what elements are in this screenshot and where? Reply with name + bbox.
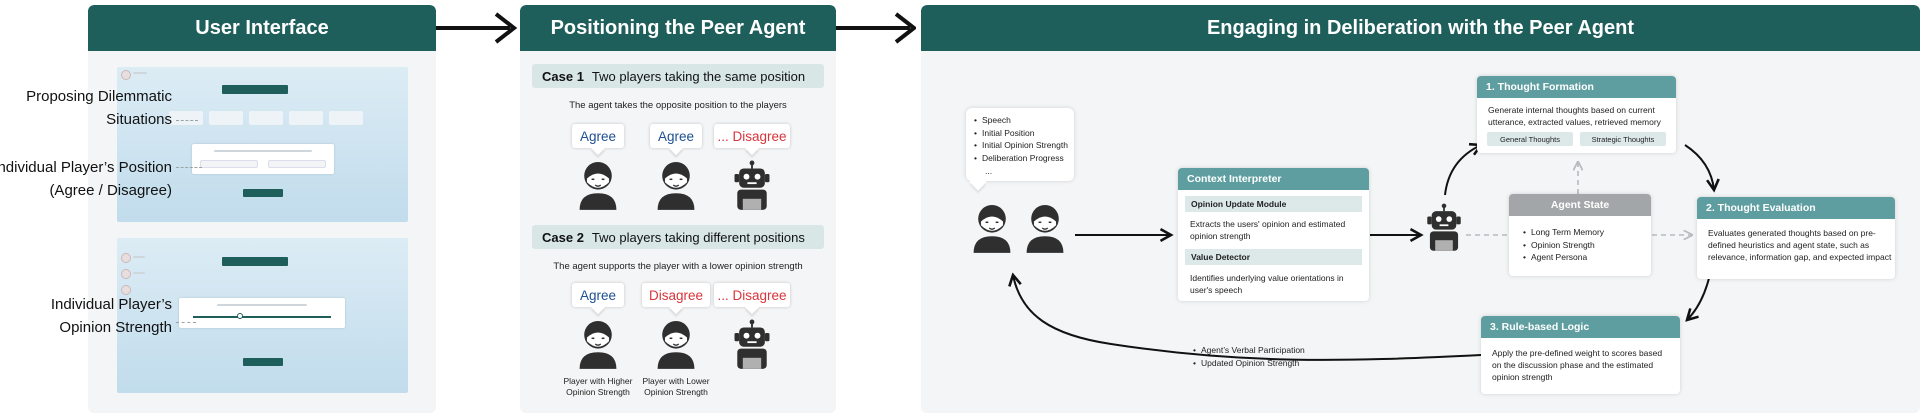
arrow-rule-to-players [1013,275,1482,361]
ui-panel-title: User Interface [88,5,436,51]
label-position-2: (Agree / Disagree) [49,182,172,199]
pill-general-thoughts: General Thoughts [1487,132,1573,146]
label-dilemma-1: Proposing Dilemmatic [26,88,172,105]
avatar [121,70,131,80]
agent-state-card: Agent State Long Term Memory Opinion Str… [1509,194,1651,276]
label-strength-1: Individual Player’s [50,296,172,313]
positioning-panel-title: Positioning the Peer Agent [520,5,836,51]
case-2-description: The agent supports the player with a low… [553,261,803,272]
rule-logic-card: 3. Rule-based Logic Apply the pre-define… [1481,316,1680,394]
case-2-title: Two players taking different positions [591,229,805,245]
case-1-bubble-2: Agree [650,124,702,148]
ui-screenshot-bottom [117,238,408,393]
context-interpreter-title: Context Interpreter [1178,168,1369,190]
speech-input-list: Speech Initial Position Initial Opinion … [974,114,1068,164]
arrow-formation-to-evaluation [1684,144,1714,190]
case-2-player-1-icon [575,318,621,370]
context-interpreter-card: Context Interpreter Opinion Update Modul… [1178,168,1369,301]
rule-logic-title: 3. Rule-based Logic [1481,316,1680,338]
mini-round-banner [222,85,288,94]
speech-input-more: ... [985,166,993,176]
case-2-bar: Case 2 Two players taking different posi… [532,225,824,249]
flow-connectors [921,50,1920,361]
speech-input-box: Speech Initial Position Initial Opinion … [966,108,1074,181]
deliberation-player-2-icon [1022,202,1068,254]
case-1-bubble-3: ... Disagree [714,124,790,148]
mini-strength-card [179,298,345,328]
value-detector-title: Value Detector [1185,249,1362,265]
case-1-robot-icon [729,159,775,211]
agent-robot-icon [1422,202,1466,252]
mini-position-card [192,144,334,174]
pill-strategic-thoughts: Strategic Thoughts [1580,132,1666,146]
thought-formation-text: Generate internal thoughts based on curr… [1488,105,1661,127]
thought-evaluation-title: 2. Thought Evaluation [1697,197,1895,219]
case-1-bar: Case 1 Two players taking the same posit… [532,64,824,88]
case-2-bubble-1: Agree [572,283,624,307]
case-2-bubble-2: Disagree [642,283,710,307]
case-2-player-2-icon [653,318,699,370]
opinion-module-title: Opinion Update Module [1185,196,1362,212]
ui-screenshot-top [117,67,408,222]
agent-state-list: Long Term Memory Opinion Strength Agent … [1523,226,1604,264]
case-1-id: Case 1 [542,68,584,84]
case-2-robot-icon [729,318,775,370]
case-2-bubble-3: ... Disagree [714,283,790,307]
label-position-1: Individual Player’s Position [0,159,172,176]
thought-formation-title: 1. Thought Formation [1477,76,1676,98]
label-strength-2: Opinion Strength [59,319,172,336]
rule-logic-text: Apply the pre-defined weight to scores b… [1492,348,1663,382]
case-2-id: Case 2 [542,229,584,245]
case-1-title: Two players taking the same position [591,68,806,84]
deliberation-player-1-icon [969,202,1015,254]
arrow-positioning-to-deliberation [836,12,916,44]
label-dilemma-2: Situations [106,111,172,128]
thought-evaluation-card: 2. Thought Evaluation Evaluates generate… [1697,197,1895,279]
arrow-ui-to-positioning [436,12,518,44]
thought-evaluation-text: Evaluates generated thoughts based on pr… [1708,228,1892,262]
case-1-description: The agent takes the opposite position to… [569,100,787,111]
mini-next-button [243,189,283,197]
case-1-player-1-icon [575,159,621,211]
output-list: Agent’s Verbal Participation Updated Opi… [1193,344,1305,369]
deliberation-panel: Engaging in Deliberation with the Peer A… [921,5,1920,413]
agent-state-title: Agent State [1509,194,1651,216]
thought-formation-card: 1. Thought Formation Generate internal t… [1477,76,1676,153]
opinion-module-text: Extracts the users' opinion and estimate… [1190,219,1346,241]
case-1-player-2-icon [653,159,699,211]
value-detector-text: Identifies underlying value orientations… [1190,273,1344,295]
arrow-agent-to-formation [1444,145,1481,196]
deliberation-panel-title: Engaging in Deliberation with the Peer A… [921,5,1920,51]
case-1-bubble-1: Agree [572,124,624,148]
